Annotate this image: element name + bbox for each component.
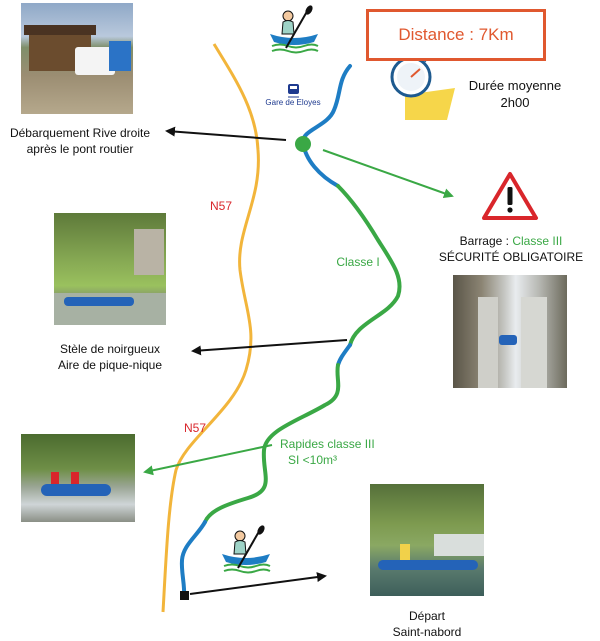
depart-line1: Départ <box>408 609 446 623</box>
barrage-label: Barrage : Classe III <box>436 233 586 249</box>
arrow-stele <box>191 339 348 356</box>
river-section-upper <box>301 64 352 188</box>
duration-line1: Durée moyenne <box>468 78 562 93</box>
stele-line2: Aire de pique-nique <box>57 358 163 372</box>
depart-line2: Saint-nabord <box>392 625 462 639</box>
arrow-barrage <box>322 149 454 199</box>
river-section-middle <box>336 343 352 367</box>
warning-icon <box>482 172 538 220</box>
segment-rapides-line1: Rapides classe III <box>280 437 375 451</box>
segment-classe1: Classe I <box>336 255 380 269</box>
distance-box: Distance : 7Km <box>366 9 546 61</box>
kayaker-icon-top <box>270 5 319 54</box>
segment-rapides-line2: SI <10m³ <box>288 453 338 467</box>
photo-stele <box>54 213 166 325</box>
barrage-securite: SÉCURITÉ OBLIGATOIRE <box>438 250 584 264</box>
train-icon <box>288 84 299 98</box>
river-section-rapides <box>203 363 341 524</box>
debarquement-point <box>295 136 311 152</box>
barrage-classe: Classe III <box>512 234 563 248</box>
arrow-debarquement <box>165 126 287 141</box>
debarquement-line2: après le pont routier <box>26 142 134 156</box>
road-label-lower: N57 <box>183 421 206 435</box>
road-n57 <box>161 43 260 613</box>
road-label-upper: N57 <box>209 199 232 213</box>
station-label: Gare de Eloyes <box>265 98 321 107</box>
distance-text: Distance : 7Km <box>398 25 514 44</box>
photo-base <box>21 3 133 114</box>
arrow-depart <box>189 572 327 595</box>
stele-line1: Stèle de noirgueux <box>59 342 161 356</box>
depart-point <box>180 591 189 600</box>
duration-line2: 2h00 <box>500 95 530 110</box>
arrow-rapides <box>143 444 273 476</box>
photo-barrage <box>453 275 567 388</box>
debarquement-line1: Débarquement Rive droite <box>9 126 151 140</box>
barrage-prefix: Barrage : <box>459 234 513 248</box>
kayaker-icon-bottom <box>222 525 271 574</box>
photo-rapides <box>21 434 135 522</box>
duration-block: Durée moyenne 2h00 <box>405 66 595 120</box>
river-section-lower <box>179 520 207 598</box>
river-section-classe1 <box>336 184 402 347</box>
photo-depart <box>370 484 484 596</box>
